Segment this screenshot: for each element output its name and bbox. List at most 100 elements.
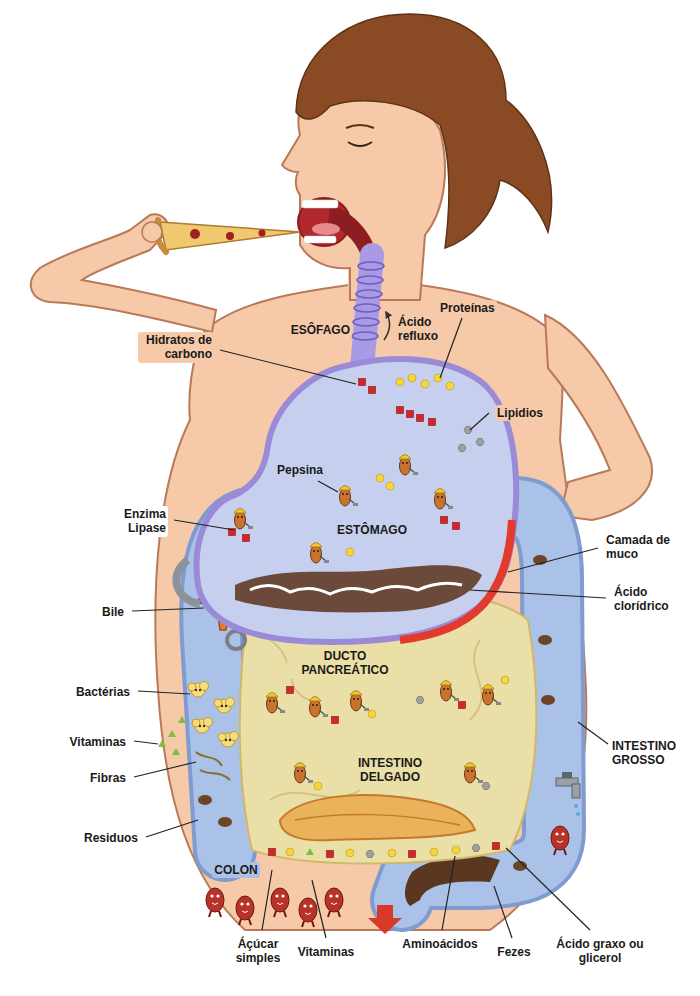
leader-line <box>262 870 272 930</box>
feces-lump <box>218 817 232 827</box>
leader-line <box>470 413 489 430</box>
carbohydrate <box>369 387 376 394</box>
intestine-fold <box>270 640 482 800</box>
esophagus-ring <box>354 304 380 312</box>
esophagus-ring <box>357 276 383 284</box>
vitamin <box>172 748 180 755</box>
carbohydrate <box>459 702 466 709</box>
callout-label: Pepsina <box>275 462 325 478</box>
leader-line <box>578 722 608 744</box>
gastric-foam <box>250 583 462 594</box>
bacteria <box>214 698 235 714</box>
carbohydrate <box>332 717 339 724</box>
protein <box>446 382 454 390</box>
red-cell <box>325 888 343 917</box>
upper-teeth <box>302 200 338 208</box>
leader-line <box>132 608 204 611</box>
esophagus <box>352 255 390 368</box>
carbohydrate <box>453 523 460 530</box>
pizza-slice <box>160 222 300 250</box>
callout-label: Aminoácidos <box>400 936 479 952</box>
esophagus-ring <box>356 290 382 298</box>
enzyme-worker <box>266 693 285 714</box>
enzyme-worker <box>350 691 369 712</box>
protein <box>386 482 394 490</box>
carbohydrate <box>327 851 334 858</box>
carbohydrate <box>493 843 500 850</box>
protein <box>452 846 460 854</box>
pylorus-ring <box>227 631 245 649</box>
pancreas <box>280 795 475 840</box>
callout-label: Enzima Lipase <box>106 506 168 537</box>
stomach-wall <box>197 359 517 642</box>
protein <box>286 848 294 856</box>
organ-name: INTESTINO DELGADO <box>342 755 438 786</box>
enzyme-worker <box>464 763 483 784</box>
red-cell <box>271 888 289 917</box>
esophagus-ring <box>352 332 378 340</box>
lipid <box>482 783 490 790</box>
lipid <box>366 851 374 858</box>
tongue <box>312 223 340 235</box>
leader-line <box>146 820 198 837</box>
body <box>31 14 652 930</box>
protein <box>346 548 354 556</box>
feces-mass <box>405 856 500 906</box>
enzyme-worker <box>482 685 501 706</box>
callout-label: Fibras <box>88 770 128 786</box>
reflux-arrow <box>384 312 390 340</box>
vitamin <box>158 740 166 747</box>
callout-label: Lipidios <box>495 405 545 421</box>
callout-label: Ácido clorídrico <box>612 584 694 615</box>
protein <box>408 374 416 382</box>
lipid <box>458 445 466 452</box>
organ-name: DUCTO PANCREÁTICO <box>287 648 403 679</box>
leader-line <box>134 762 196 777</box>
carbohydrate <box>417 415 424 422</box>
protein <box>421 380 429 388</box>
callout-label: Hidratos de carbono <box>138 332 214 363</box>
callout-label: Fezes <box>495 944 532 960</box>
leader-line <box>508 548 598 572</box>
callout-label: Vitaminas <box>68 734 128 750</box>
enzyme-worker <box>310 543 329 564</box>
gastric-content <box>235 565 482 612</box>
leader-line <box>442 856 455 930</box>
organ-name: ESÔFAGO <box>289 322 352 338</box>
carbohydrate <box>269 849 276 856</box>
protein <box>314 782 322 790</box>
pepperoni <box>190 229 200 239</box>
vitamin <box>178 716 186 723</box>
vitamin <box>168 730 176 737</box>
leader-line <box>318 481 338 492</box>
protein <box>368 710 376 718</box>
feces-lump <box>198 795 212 805</box>
enzyme-worker <box>399 455 418 476</box>
callout-label: Ácido refluxo <box>396 314 452 345</box>
protein <box>501 676 509 684</box>
protein <box>396 378 404 386</box>
protein <box>376 474 384 482</box>
callout-label: Camada de muco <box>604 532 680 563</box>
right-arm <box>545 315 652 520</box>
red-cell <box>299 898 317 927</box>
leader-line <box>470 590 606 598</box>
torso <box>155 285 586 930</box>
carbohydrate <box>287 687 294 694</box>
stomach <box>197 359 517 642</box>
carbohydrate <box>407 411 414 418</box>
leader-line <box>134 741 158 744</box>
callout-label: Residuos <box>82 830 140 846</box>
enzyme-worker <box>309 697 328 718</box>
enzyme-worker <box>440 681 459 702</box>
callout-label: Bile <box>100 604 126 620</box>
vitamin <box>306 848 314 855</box>
callout-label: Áçúcar simples <box>225 936 291 967</box>
feces-lump <box>538 635 552 645</box>
organ-name: INTESTINO GROSSO <box>610 738 696 769</box>
esophagus-ring <box>353 318 379 326</box>
protein <box>430 848 438 856</box>
protein <box>388 849 396 857</box>
